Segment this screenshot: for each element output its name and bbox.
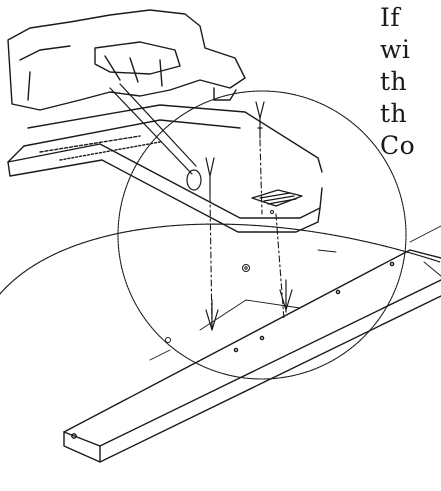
screw-lower-right	[279, 279, 293, 313]
background-arc	[0, 223, 441, 296]
text-line-1: If	[380, 3, 401, 32]
hanging-strap	[109, 83, 202, 191]
screw-right	[255, 101, 265, 139]
text-line-4: th	[380, 99, 408, 128]
mounting-holes	[165, 210, 274, 343]
machine-body	[7, 9, 246, 111]
sketch-details	[149, 225, 441, 361]
detail-circle	[117, 90, 407, 380]
floor-board	[63, 249, 441, 463]
slot-plate	[251, 189, 303, 207]
instruction-text-fragment: If wi th th Co	[380, 2, 415, 162]
text-line-2: wi	[380, 35, 411, 64]
screw-lower-left	[205, 299, 219, 331]
text-line-3: th	[380, 67, 408, 96]
text-line-5: Co	[380, 131, 416, 160]
base-rail	[7, 104, 323, 233]
alignment-lines	[209, 139, 285, 331]
screw-left	[205, 157, 215, 197]
